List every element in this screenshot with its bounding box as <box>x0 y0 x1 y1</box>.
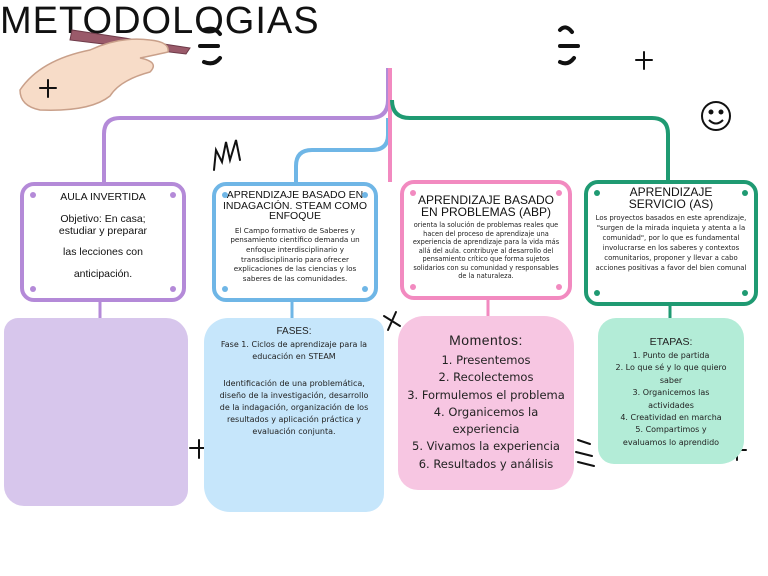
corner-dot <box>170 192 176 198</box>
card-line: las lecciones con <box>63 245 143 258</box>
corner-dot <box>222 286 228 292</box>
card-aula-invertida: AULA INVERTIDA Objetivo: En casa; estudi… <box>20 182 186 302</box>
corner-dot <box>362 286 368 292</box>
blob-abp-momentos: Momentos: 1. Presentemos 2. Recolectemos… <box>398 316 574 490</box>
card-title: APRENDIZAJE SERVICIO (AS) <box>628 185 714 211</box>
blob-heading: Momentos: <box>449 332 523 348</box>
page-title: METODOLOGIAS <box>0 0 320 42</box>
list-item: 2. Lo que sé y lo que quiero saber <box>615 363 727 385</box>
smiley-icon <box>701 101 731 131</box>
blob-phase: Fase 1. Ciclos de aprendizaje para la ed… <box>220 340 368 361</box>
etapas-list: 1. Punto de partida 2. Lo que sé y lo qu… <box>598 350 744 449</box>
list-item: 6. Resultados y análisis <box>418 456 554 471</box>
corner-dot <box>30 286 36 292</box>
card-servicio: APRENDIZAJE SERVICIO (AS) Los proyectos … <box>584 180 758 306</box>
cross-doodle-icon <box>383 311 401 331</box>
list-item: 2. Recolectemos <box>438 370 534 385</box>
green-connector <box>390 99 670 182</box>
card-title: APRENDIZAJE BASADO EN PROBLEMAS (ABP) <box>417 193 555 219</box>
cross-doodle-icon <box>635 51 653 70</box>
corner-dot <box>594 190 600 196</box>
list-item: 1. Presentemos <box>441 353 531 367</box>
blob-heading: FASES: <box>276 326 312 337</box>
list-item: 3. Organicemos las actividades <box>632 388 710 410</box>
list-item: 5. Vivamos la experiencia <box>412 439 560 454</box>
corner-dot <box>594 290 600 296</box>
blob-heading: ETAPAS: <box>649 336 693 348</box>
corner-dot <box>362 192 368 198</box>
blob-aula-invertida <box>4 318 188 506</box>
card-line: Objetivo: En casa; estudiar y preparar <box>58 212 148 237</box>
blob-servicio-etapas: ETAPAS: 1. Punto de partida 2. Lo que sé… <box>598 318 744 464</box>
corner-dot <box>742 290 748 296</box>
card-abp: APRENDIZAJE BASADO EN PROBLEMAS (ABP) or… <box>400 180 572 300</box>
list-item: 4. Creatividad en marcha <box>620 412 722 422</box>
card-body: orienta la solución de problemas reales … <box>412 221 560 281</box>
corner-dot <box>410 284 416 290</box>
squiggle-doodle-icon <box>213 139 241 171</box>
card-body: El Campo formativo de Saberes y pensamie… <box>230 225 360 284</box>
card-body: Los proyectos basados en este aprendizaj… <box>595 214 747 272</box>
blue-connector <box>294 118 390 182</box>
corner-dot <box>170 286 176 292</box>
card-line: anticipación. <box>73 268 133 281</box>
corner-dot <box>556 190 562 196</box>
blob-steam-fases: FASES: Fase 1. Ciclos de aprendizaje par… <box>204 318 384 512</box>
corner-dot <box>30 192 36 198</box>
purple-connector <box>102 68 390 182</box>
card-title: AULA INVERTIDA <box>60 191 146 203</box>
corner-dot <box>222 192 228 198</box>
card-title: APRENDIZAJE BASADO EN INDAGACIÓN. STEAM … <box>222 189 368 222</box>
corner-dot <box>742 190 748 196</box>
title-bracket-right-icon <box>558 25 580 66</box>
title-bracket-left-icon <box>198 26 222 66</box>
list-item: 5. Compartimos y evaluamos lo aprendido <box>622 425 720 447</box>
hand-pen-icon <box>19 29 191 111</box>
list-item: 1. Punto de partida <box>632 351 710 360</box>
list-item: 4. Organicemos la experiencia <box>433 404 539 436</box>
momentos-list: 1. Presentemos 2. Recolectemos 3. Formul… <box>398 352 574 473</box>
cross-doodle-icon <box>39 79 57 98</box>
squiggle-doodle-icon <box>575 439 595 467</box>
list-item: 3. Formulemos el problema <box>407 387 565 402</box>
card-steam: APRENDIZAJE BASADO EN INDAGACIÓN. STEAM … <box>212 182 378 302</box>
blob-detail: Identificación de una problemática, dise… <box>219 379 369 437</box>
corner-dot <box>556 284 562 290</box>
corner-dot <box>410 190 416 196</box>
